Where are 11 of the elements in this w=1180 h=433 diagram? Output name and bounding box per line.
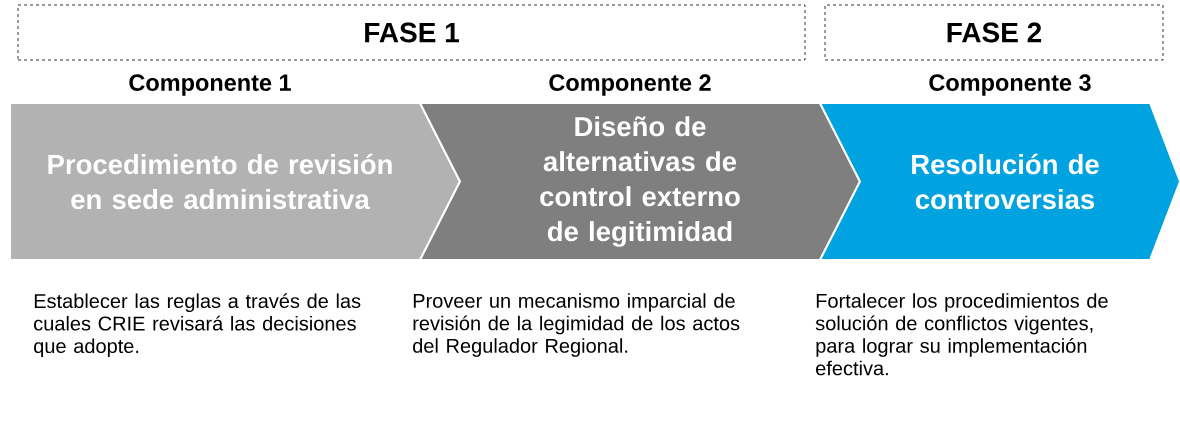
- description: Fortalecer los procedimientos de solución de conflictos vigentes, para lograr su implementación efectiva.: [815, 293, 1108, 376]
- component-heading: Componente 3: [929, 74, 1091, 96]
- component-heading: Componente 1: [129, 74, 291, 96]
- component-heading: Componente 2: [549, 74, 711, 96]
- process-step: Procedimiento de revisión en sede administrativa: [9, 102, 462, 261]
- phase-box: FASE 1: [17, 4, 806, 61]
- description: Establecer las reglas a través de las cuales CRIE revisará las decisiones que adopte.: [34, 293, 361, 358]
- description: Proveer un mecanismo imparcial de revisión de la legimidad de los actos del Regulador Regional.: [413, 293, 740, 357]
- phase-box: FASE 2: [824, 4, 1164, 61]
- process-step: Diseño de alternativas de control externo de legitimidad: [418, 102, 862, 261]
- process-step: Resolución de controversias: [818, 102, 1180, 261]
